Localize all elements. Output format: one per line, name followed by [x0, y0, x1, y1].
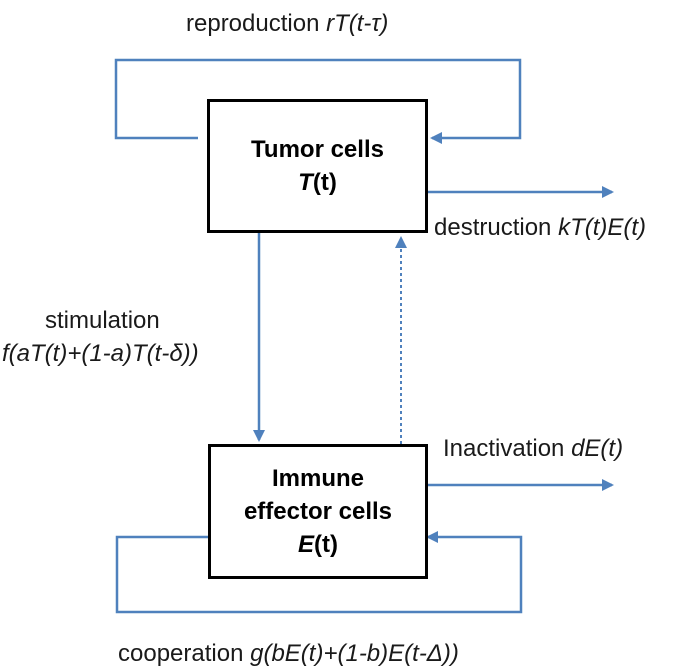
immune-effector-cells-node: Immune effector cells E(t) [208, 444, 428, 579]
reproduction-label: reproduction rT(t-τ) [186, 10, 389, 37]
destruction-label: destruction kT(t)E(t) [434, 214, 647, 241]
tumor-cells-variable: T(t) [298, 169, 337, 196]
inactivation-term: dE(t) [571, 435, 624, 462]
stimulation-term: f(aT(t)+(1-a)T(t-δ)) [2, 340, 199, 367]
tumor-cells-node: Tumor cells T(t) [207, 99, 428, 233]
stimulation-word: stimulation [45, 307, 160, 334]
immune-label-line1: Immune [271, 465, 364, 492]
cooperation-label: cooperation g(bE(t)+(1-b)E(t-Δ)) [118, 640, 459, 667]
immune-label-line2: effector cells [243, 498, 393, 525]
inactivation-label: Inactivation dE(t) [443, 435, 624, 462]
immune-cells-variable: E(t) [297, 531, 338, 558]
cooperation-loop-arrow [115, 531, 523, 614]
tumor-cells-label: Tumor cells [251, 136, 384, 163]
reproduction-term: rT(t-τ) [326, 10, 389, 37]
cooperation-term: g(bE(t)+(1-b)E(t-Δ)) [250, 640, 459, 667]
reproduction-loop-arrow [114, 58, 522, 138]
destruction-term: kT(t)E(t) [558, 214, 647, 241]
